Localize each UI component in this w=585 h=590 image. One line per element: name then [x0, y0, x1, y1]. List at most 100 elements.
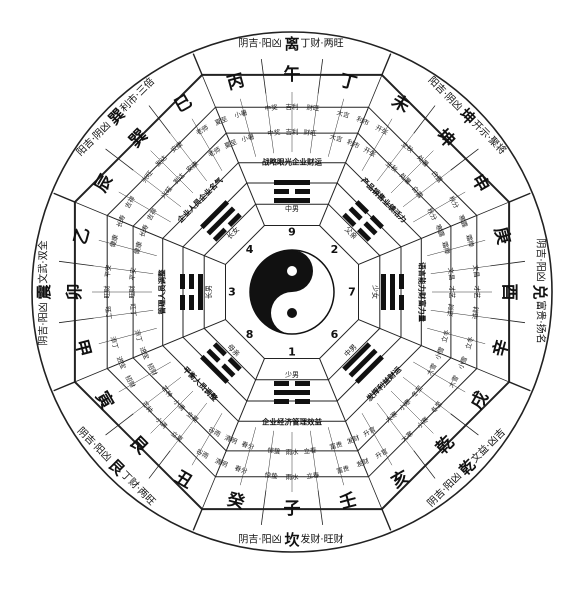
- middle-phrase: 战略眼光企业财运: [262, 157, 322, 167]
- trigram-symbol: [274, 381, 310, 404]
- cell-text-inner: 利市: [346, 137, 362, 150]
- yin-line: [189, 295, 194, 310]
- cell-divider: [327, 98, 345, 157]
- cell-text: 吉祥: [123, 194, 137, 210]
- mountain-label: 丁: [337, 71, 359, 95]
- cell-divider: [413, 191, 466, 223]
- yin-line: [399, 295, 404, 310]
- cell-text: 大吉: [336, 108, 351, 120]
- cell-text-inner: 富贵: [328, 439, 343, 451]
- cell-text-inner: 添丁: [133, 328, 145, 343]
- cell-text: 进财: [470, 305, 480, 319]
- cell-divider: [427, 327, 486, 345]
- cell-divider: [239, 98, 257, 157]
- yin-line: [227, 212, 242, 227]
- yang-line: [200, 354, 230, 384]
- outer-circle: [31, 31, 553, 553]
- trigram-symbol: [274, 180, 310, 203]
- cell-text-inner: 谷雨: [207, 424, 223, 438]
- yang-line: [354, 354, 384, 384]
- outer-label-main: 坎: [284, 531, 299, 549]
- cell-text: 才艺: [473, 286, 482, 300]
- mountain-divider: [450, 148, 479, 171]
- cell-divider: [239, 427, 257, 486]
- outer-label-kan: 阴吉·阳凶坎发财·旺财: [238, 531, 343, 549]
- sector-divider: [319, 358, 369, 477]
- mountain-label: 申: [467, 171, 494, 196]
- palace-number: 6: [331, 328, 339, 341]
- mountain-divider: [413, 450, 436, 479]
- mountain-label: 辛: [489, 337, 514, 359]
- cell-text: 旺财: [102, 285, 111, 299]
- outer-label-suffix: 富贵·扬名: [535, 300, 548, 343]
- cell-text-inner: 中奖: [267, 127, 281, 137]
- outer-label-prefix: 阴吉·阳凶: [535, 238, 547, 281]
- mountain-divider: [260, 58, 267, 94]
- cell-text: 立夏: [169, 429, 185, 444]
- mountain-label: 酉: [499, 284, 519, 301]
- outer-label-main: 离: [284, 35, 299, 53]
- cell-text: 进宝: [115, 355, 128, 371]
- cell-text: 大寒: [399, 429, 415, 444]
- mountain-label: 卯: [65, 284, 85, 301]
- yin-line: [274, 381, 289, 386]
- outer-label-prefix: 阴吉·阳凶: [238, 534, 281, 546]
- cell-text-inner: 夏至: [223, 138, 239, 151]
- cell-text: 吉利: [286, 102, 299, 111]
- yin-line: [274, 399, 289, 404]
- mountain-divider: [368, 74, 383, 108]
- yang-line: [381, 274, 386, 310]
- mountain-label: 子: [284, 499, 301, 519]
- taiji-yin: [250, 250, 313, 334]
- mountain-divider: [317, 490, 324, 526]
- cell-divider: [310, 430, 319, 491]
- inner-label: 母亲: [226, 342, 242, 358]
- yin-line: [221, 363, 236, 378]
- cell-divider: [327, 427, 345, 486]
- mountain-label: 乙: [71, 225, 95, 247]
- mountain-divider: [105, 148, 134, 171]
- cell-divider: [427, 239, 486, 257]
- yang-line: [200, 200, 230, 230]
- cell-text-inner: 霜降: [440, 240, 452, 255]
- yang-line: [274, 180, 310, 185]
- yang-line: [274, 390, 310, 395]
- cell-divider: [361, 413, 393, 466]
- cell-text-inner: 长寿: [137, 222, 150, 238]
- cell-text-inner: 立春: [303, 445, 317, 455]
- cell-divider: [265, 430, 274, 491]
- yin-line: [295, 399, 310, 404]
- cell-text-inner: 清明: [223, 433, 239, 446]
- cell-text-inner: 平安: [127, 266, 137, 280]
- cell-divider: [98, 239, 157, 257]
- cell-divider: [98, 327, 157, 345]
- cell-divider: [402, 377, 451, 414]
- cell-text-inner: 旺财: [127, 285, 136, 299]
- cell-text-inner: 春分: [241, 439, 256, 451]
- outer-label-suffix: 发财·旺财: [300, 533, 343, 546]
- yin-line: [342, 212, 357, 227]
- cell-divider: [170, 402, 207, 451]
- mountain-label: 辰: [91, 170, 117, 196]
- cell-text: 立春: [306, 470, 320, 480]
- trigram-symbol: [342, 342, 384, 384]
- cell-text: 利市: [355, 114, 371, 127]
- yin-line: [369, 214, 384, 230]
- mountain-divider: [476, 201, 510, 216]
- mountain-divider: [476, 368, 510, 383]
- mountain-divider: [490, 317, 526, 324]
- cell-text: 财旺: [306, 102, 320, 112]
- cell-text-inner: 进财: [445, 303, 455, 317]
- yin-line: [227, 357, 242, 372]
- inner-label: 少女: [371, 285, 380, 299]
- outer-label-suffix: 文武·双全: [37, 240, 50, 283]
- mountain-label: 午: [284, 64, 301, 85]
- mountain-label: 未: [387, 90, 413, 117]
- mountain-divider: [148, 450, 171, 479]
